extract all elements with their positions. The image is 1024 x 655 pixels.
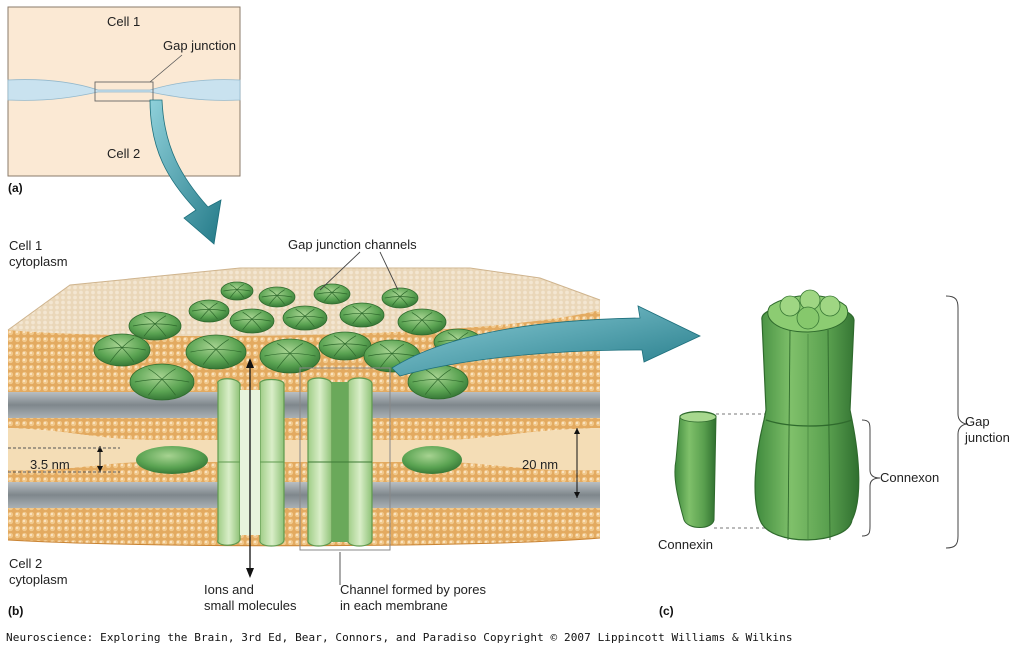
panel-c-connexon-model xyxy=(674,289,969,549)
connexon-dome xyxy=(93,333,151,367)
connexon-dome xyxy=(128,311,182,341)
thickness-marker xyxy=(574,428,580,498)
inset-cell1-label: Cell 1 xyxy=(107,14,141,29)
panel-b-label: (b) xyxy=(8,604,24,618)
connexon-dome xyxy=(407,364,469,400)
connexon-dome xyxy=(318,331,372,361)
connexon-dome xyxy=(188,299,230,323)
channel-pores-label: Channel formed by pores in each membrane xyxy=(340,582,486,613)
panel-c-label: (c) xyxy=(659,604,674,618)
zoom-arrow-a-to-b xyxy=(149,99,222,245)
zoom-arrow-b-to-c xyxy=(391,305,701,377)
connexon-dome xyxy=(258,286,296,308)
cutaway-channels xyxy=(217,367,391,551)
cell1-cytoplasm-label: Cell 1 cytoplasm xyxy=(9,238,68,269)
connexon-dome xyxy=(313,283,351,305)
connexon-dome xyxy=(381,287,419,309)
gap-domes xyxy=(136,446,462,474)
inset-cell2-label: Cell 2 xyxy=(107,146,141,161)
connexon-dome xyxy=(220,281,254,301)
connexon-label: Connexon xyxy=(880,470,940,485)
connexin-label: Connexin xyxy=(658,537,713,552)
cell2-cytoplasm-label: Cell 2 cytoplasm xyxy=(9,556,68,587)
connexon-dome xyxy=(185,334,247,370)
gap-junction-channels-label: Gap junction channels xyxy=(288,237,417,252)
gap-junction-label: Gap junction xyxy=(965,414,1010,445)
connexon-dome xyxy=(282,305,328,331)
connexon-dome xyxy=(397,308,447,336)
connexon-dome xyxy=(129,363,195,401)
leader-lines xyxy=(319,251,399,585)
ions-label: Ions and small molecules xyxy=(204,582,297,613)
copyright-credit: Neuroscience: Exploring the Brain, 3rd E… xyxy=(6,631,793,644)
connexon-dome xyxy=(259,338,321,374)
panel-a-inset xyxy=(7,6,241,177)
ion-flow-arrow xyxy=(246,358,254,578)
inset-gap-junction-label: Gap junction xyxy=(163,38,236,53)
gap-spacing-label: 3.5 nm xyxy=(30,457,70,472)
membrane-thickness-label: 20 nm xyxy=(522,457,559,472)
gap-spacing-marker xyxy=(8,446,120,473)
connexon-dome xyxy=(339,302,385,328)
connexon-dome xyxy=(229,308,275,334)
panel-a-label: (a) xyxy=(8,181,23,195)
